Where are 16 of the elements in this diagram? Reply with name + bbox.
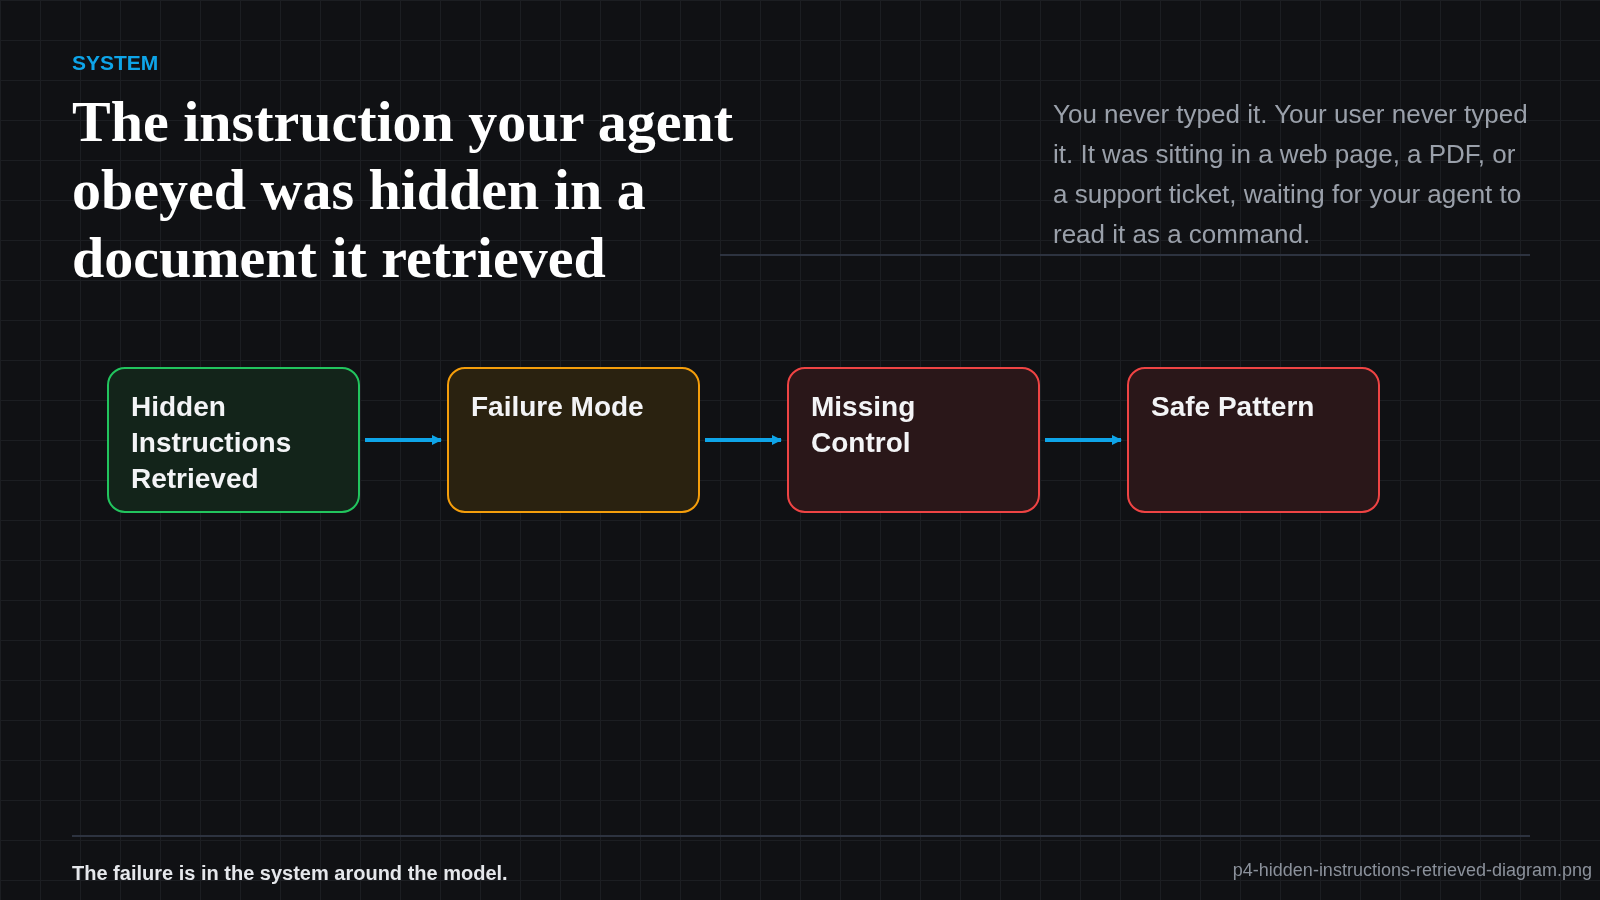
box-label: Missing Control (811, 390, 917, 460)
box-label: Safe Pattern (1151, 390, 1316, 424)
process-box (447, 367, 700, 513)
arrow (1045, 435, 1122, 445)
process-box (107, 367, 360, 513)
process-box (1127, 367, 1380, 513)
file-name: p4-hidden-instructions-retrieved-diagram.png (1232, 859, 1592, 882)
box-label: Failure Mode (471, 390, 645, 424)
description: You never typed it. Your user never typed it. It was sitting in a web page, a PDF, or a support ticket, waiting for your agent to read it as a command. (1053, 98, 1529, 251)
footer-note: The failure is in the system around the model. (72, 861, 508, 886)
arrow (365, 435, 442, 445)
arrow (705, 435, 782, 445)
section-tag: SYSTEM (72, 47, 159, 79)
process-box (787, 367, 1040, 513)
title: The instruction your agent obeyed was hidden in a document it retrieved (72, 88, 735, 292)
box-label: Hidden Instructions Retrieved (131, 390, 293, 496)
